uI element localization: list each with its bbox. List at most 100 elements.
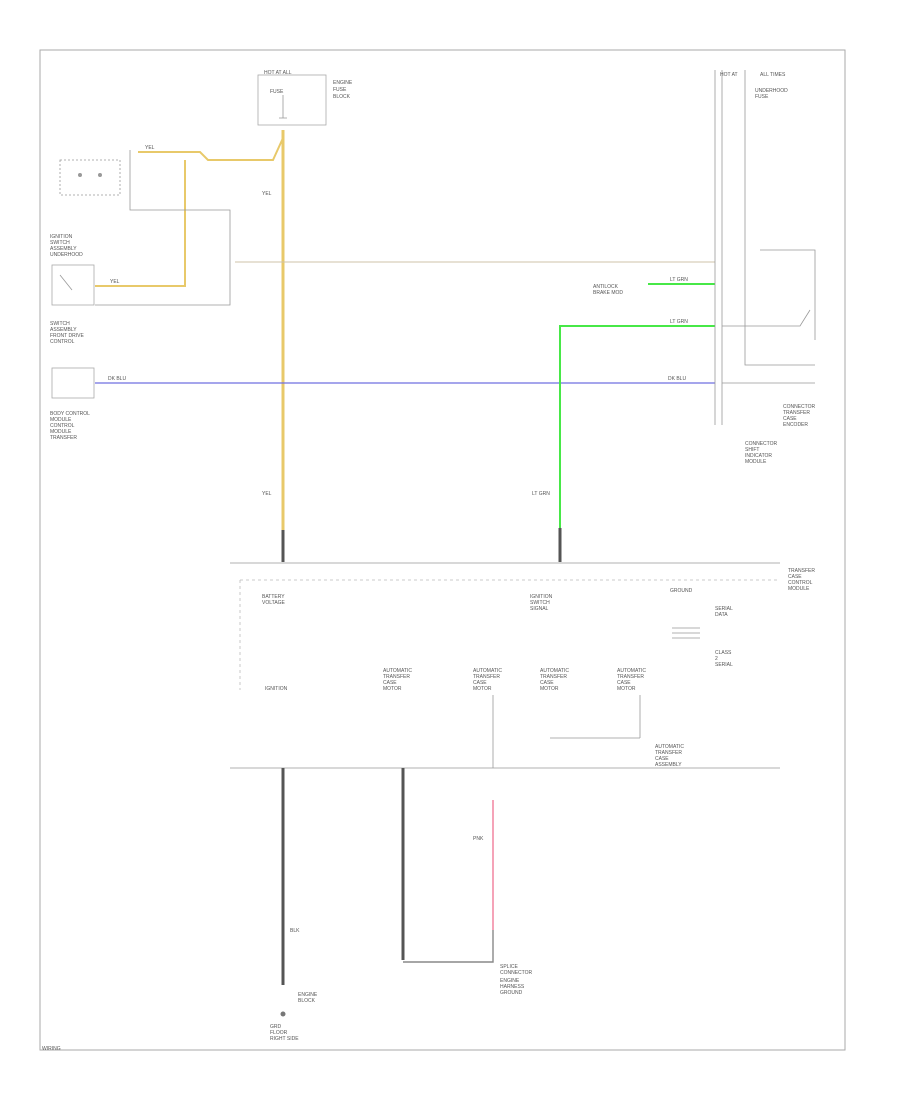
- svg-text:TRANSFER: TRANSFER: [383, 674, 410, 680]
- svg-text:ASSEMBLY: ASSEMBLY: [655, 762, 682, 768]
- svg-text:HARNESS: HARNESS: [500, 984, 525, 990]
- sub-bottom-label: AUTOMATIC TRANSFER CASE ASSEMBLY: [655, 744, 684, 768]
- svg-text:CONTROL: CONTROL: [50, 423, 75, 429]
- svg-text:SIGNAL: SIGNAL: [530, 606, 549, 612]
- svg-text:BLOCK: BLOCK: [298, 998, 316, 1004]
- fuse-block-label: HOT AT ALL ENGINE FUSE BLOCK: [264, 70, 353, 100]
- fuse-block-box: [257, 74, 327, 126]
- svg-text:CONTROL: CONTROL: [788, 580, 813, 586]
- svg-text:CONNECTOR: CONNECTOR: [500, 970, 533, 976]
- wire-yellow-code-bottom: YEL: [262, 491, 272, 497]
- svg-text:CONNECTOR: CONNECTOR: [783, 404, 816, 410]
- ground-label-1: SPLICE CONNECTOR: [500, 964, 533, 976]
- svg-text:MODULE: MODULE: [50, 429, 72, 435]
- svg-text:INDICATOR: INDICATOR: [745, 453, 772, 459]
- module-data-lines: [672, 627, 700, 639]
- svg-text:AUTOMATIC: AUTOMATIC: [655, 744, 684, 750]
- ground-symbol: [280, 1011, 286, 1017]
- svg-text:BATTERY: BATTERY: [262, 594, 285, 600]
- svg-text:AUTOMATIC: AUTOMATIC: [617, 668, 646, 674]
- wire-yellow-code-top: YEL: [262, 191, 272, 197]
- svg-text:MOTOR: MOTOR: [473, 686, 492, 692]
- fuse-name: FUSE: [270, 89, 284, 95]
- svg-text:MOTOR: MOTOR: [540, 686, 559, 692]
- module-ground-label: GROUND: [670, 588, 693, 594]
- svg-text:CASE: CASE: [617, 680, 631, 686]
- svg-text:CASE: CASE: [383, 680, 397, 686]
- svg-text:FRONT DRIVE: FRONT DRIVE: [50, 333, 84, 339]
- wire-green-code-mid: LT GRN: [670, 319, 688, 325]
- wire-black-3: [403, 930, 494, 963]
- svg-text:ENCODER: ENCODER: [783, 422, 808, 428]
- svg-text:CASE: CASE: [788, 574, 802, 580]
- svg-text:SWITCH: SWITCH: [530, 600, 550, 606]
- sub-label-4: AUTOMATIC TRANSFER CASE MOTOR: [617, 668, 646, 692]
- svg-text:ASSEMBLY: ASSEMBLY: [50, 246, 77, 252]
- svg-text:SWITCH: SWITCH: [50, 321, 70, 327]
- wire-pink-code: PNK: [473, 836, 484, 842]
- wire-blue-code-right: DK BLU: [668, 376, 686, 382]
- svg-text:2: 2: [715, 656, 718, 662]
- diagram-frame: [39, 49, 846, 1051]
- svg-text:VOLTAGE: VOLTAGE: [262, 600, 286, 606]
- ground-caption: GRD FLOOR RIGHT SIDE: [270, 1024, 299, 1042]
- svg-text:UNDERHOOD: UNDERHOOD: [50, 252, 83, 258]
- svg-text:FUSE: FUSE: [755, 94, 769, 100]
- svg-text:ASSEMBLY: ASSEMBLY: [50, 327, 77, 333]
- svg-text:CONNECTOR: CONNECTOR: [745, 441, 778, 447]
- svg-text:SWITCH: SWITCH: [50, 240, 70, 246]
- svg-text:MODULE: MODULE: [50, 417, 72, 423]
- footer-code: WIRING: [42, 1046, 61, 1052]
- svg-text:CASE: CASE: [540, 680, 554, 686]
- svg-text:GROUND: GROUND: [500, 990, 523, 996]
- module-right-label: SERIAL DATA: [715, 606, 733, 618]
- antilock-label: ANTILOCK BRAKE MOD: [593, 284, 623, 296]
- svg-text:FUSE: FUSE: [333, 87, 347, 93]
- sub-module-leads: [492, 695, 641, 768]
- svg-text:ANTILOCK: ANTILOCK: [593, 284, 619, 290]
- svg-text:AUTOMATIC: AUTOMATIC: [383, 668, 412, 674]
- module-main-label: TRANSFER CASE CONTROL MODULE: [788, 568, 815, 592]
- svg-text:HOT AT: HOT AT: [720, 72, 738, 78]
- svg-text:SERIAL: SERIAL: [715, 606, 733, 612]
- svg-text:MOTOR: MOTOR: [617, 686, 636, 692]
- wire-black-code-1: BLK: [290, 928, 300, 934]
- svg-text:SHIFT: SHIFT: [745, 447, 759, 453]
- svg-text:TRANSFER: TRANSFER: [783, 410, 810, 416]
- left-switch-1: IGNITION SWITCH ASSEMBLY UNDERHOOD: [50, 150, 231, 306]
- svg-text:ENGINE: ENGINE: [298, 992, 318, 998]
- svg-text:RIGHT SIDE: RIGHT SIDE: [270, 1036, 299, 1042]
- svg-text:MODULE: MODULE: [788, 586, 810, 592]
- wire-yellow-code-switch: YEL: [110, 279, 120, 285]
- module-right-label2: CLASS 2 SERIAL: [715, 650, 733, 668]
- svg-text:TRANSFER: TRANSFER: [473, 674, 500, 680]
- wire-yellow-branch-top: [138, 137, 284, 161]
- sub-label-2: AUTOMATIC TRANSFER CASE MOTOR: [473, 668, 502, 692]
- svg-text:AUTOMATIC: AUTOMATIC: [540, 668, 569, 674]
- svg-text:GRD: GRD: [270, 1024, 282, 1030]
- svg-text:CONTROL: CONTROL: [50, 339, 75, 345]
- svg-text:SPLICE: SPLICE: [500, 964, 518, 970]
- svg-text:AUTOMATIC: AUTOMATIC: [473, 668, 502, 674]
- left-switch-3: BODY CONTROL MODULE CONTROL MODULE TRANS…: [50, 367, 95, 441]
- sub-label-3: AUTOMATIC TRANSFER CASE MOTOR: [540, 668, 569, 692]
- right-connector-block: HOT AT ALL TIMES UNDERHOOD FUSE CONNECTO…: [714, 70, 816, 465]
- svg-text:TRANSFER: TRANSFER: [50, 435, 77, 441]
- svg-text:ENGINE: ENGINE: [500, 978, 520, 984]
- wire-yellow-branch-switch: [95, 160, 186, 287]
- wire-green-code-top: LT GRN: [670, 277, 688, 283]
- ground-label-2: ENGINE BLOCK: [298, 992, 318, 1004]
- svg-text:CASE: CASE: [655, 756, 669, 762]
- svg-text:IGNITION: IGNITION: [530, 594, 553, 600]
- svg-text:BLOCK: BLOCK: [333, 94, 351, 100]
- sub-label-1: AUTOMATIC TRANSFER CASE MOTOR: [383, 668, 412, 692]
- svg-text:TRANSFER: TRANSFER: [655, 750, 682, 756]
- svg-text:DATA: DATA: [715, 612, 728, 618]
- svg-text:ALL TIMES: ALL TIMES: [760, 72, 786, 78]
- svg-text:HOT AT ALL: HOT AT ALL: [264, 70, 292, 76]
- svg-text:ENGINE: ENGINE: [333, 80, 353, 86]
- module-ignition-label: IGNITION: [265, 686, 288, 692]
- svg-text:TRANSFER: TRANSFER: [788, 568, 815, 574]
- svg-text:BRAKE MOD: BRAKE MOD: [593, 290, 623, 296]
